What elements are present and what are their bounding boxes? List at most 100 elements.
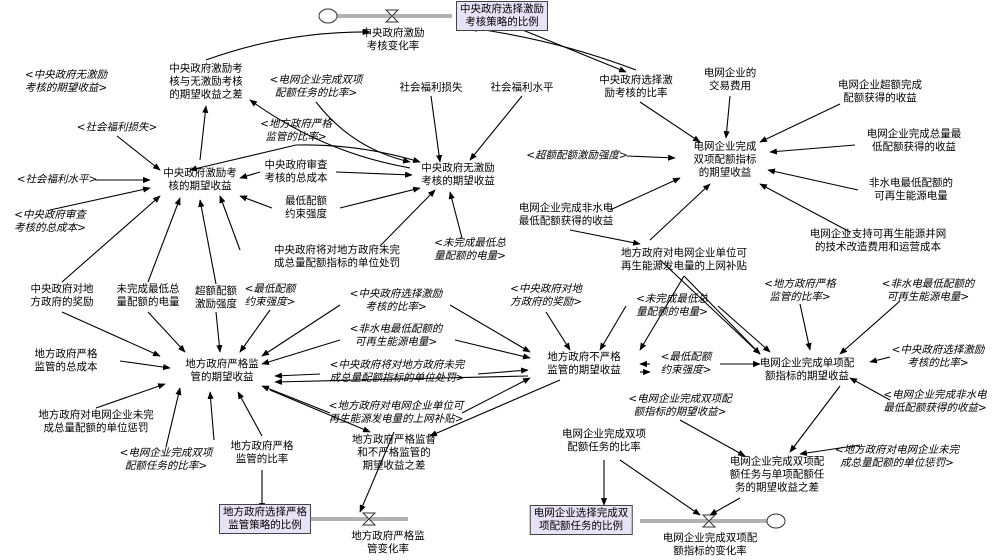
causal-link-arrow xyxy=(249,99,411,169)
causal-link-arrow xyxy=(359,431,395,513)
var-grid-complete-ratio: 电网企业完成双项 配额任务的比率 xyxy=(562,428,646,453)
shadow-grid-ratio-1: <电网企业完成双项 配额任务的比率> xyxy=(269,74,363,99)
causal-link-arrow xyxy=(269,389,371,433)
var-central-reward-local: 中央政府对地 方政府的奖励 xyxy=(30,283,94,308)
causal-link-arrow xyxy=(448,191,463,239)
cloud-icon xyxy=(766,513,786,529)
causal-link-arrow xyxy=(469,25,637,71)
causal-link-arrow xyxy=(335,171,413,178)
causal-link-arrow xyxy=(545,311,571,351)
causal-link-arrow xyxy=(507,23,627,73)
causal-link-arrow xyxy=(769,144,856,155)
causal-link-arrow xyxy=(717,305,771,353)
var-local-strict-cost: 地方政府严格 监管的总成本 xyxy=(34,348,98,373)
shadow-unfinished-2: <未完成最低总 量配额的电量> xyxy=(636,293,708,318)
shadow-central-ratio-2: <中央政府选择激励 考核的比率> xyxy=(891,344,985,369)
stock-central-ratio[interactable]: 中央政府选择激励 考核策略的比例 xyxy=(456,1,548,31)
causal-link-arrow xyxy=(274,375,529,385)
causal-link-arrow xyxy=(709,497,741,516)
shadow-central-reward: <中央政府对地 方政府的奖励> xyxy=(510,283,582,308)
causal-link-arrow xyxy=(61,195,161,283)
var-local-strict-ratio: 地方政府严格 监管的比率 xyxy=(230,440,294,465)
causal-link-arrow xyxy=(147,197,181,283)
var-nonhydro-min: 非水电最低配额的 可再生能源电量 xyxy=(869,177,953,202)
shadow-local-ratio-2: <地方政府严格 监管的比率> xyxy=(764,278,836,303)
causal-links xyxy=(49,23,901,516)
causal-link-arrow xyxy=(799,303,812,351)
causal-link-arrow xyxy=(261,304,341,357)
causal-link-arrow xyxy=(639,101,701,143)
causal-link-arrow xyxy=(189,144,297,172)
causal-link-arrow xyxy=(49,186,151,211)
shadow-nonhydro-2: <非水电最低配额的 可再生能源电量> xyxy=(881,278,975,303)
shadow-central-noincentive: <中央政府无激励 考核的期望收益> xyxy=(24,69,108,94)
var-local-nonstrict-expect: 地方政府不严格 监管的期望收益 xyxy=(547,351,621,376)
shadow-social-level: <社会福利水平> xyxy=(16,173,98,186)
causal-link-arrow xyxy=(449,304,531,353)
var-local-penalty-grid: 地方政府对电网企业未完 成总量配额的单位惩罚 xyxy=(38,409,154,434)
var-central-incentive-expect: 中央政府激励考 核的期望收益 xyxy=(163,167,237,192)
causal-link-arrow xyxy=(619,459,701,516)
causal-link-arrow xyxy=(205,28,371,61)
var-central-diff: 中央政府激励考 核与无激励考核 的期望收益之差 xyxy=(169,62,243,101)
causal-link-arrow xyxy=(199,105,209,161)
shadow-nonhydro: <非水电最低配额的 可再生能源电量> xyxy=(349,323,443,348)
var-grid-over-income: 电网企业超额完成 配额获得的收益 xyxy=(838,79,922,104)
causal-link-arrow xyxy=(295,144,421,163)
causal-link-arrow xyxy=(429,379,561,437)
causal-link-arrow xyxy=(261,385,331,414)
causal-link-arrow xyxy=(315,101,411,164)
var-unfinished-min: 未完成最低总 量配额的电量 xyxy=(116,283,180,308)
stock-grid-ratio[interactable]: 电网企业选择完成双 项配额任务的比例 xyxy=(529,505,633,535)
shadow-unfinished-1: <未完成最低总 量配额的电量> xyxy=(434,237,506,262)
causal-link-arrow xyxy=(119,360,171,371)
var-grid-complete-expect: 电网企业完成 双项配额指标 的期望收益 xyxy=(693,140,757,179)
shadow-min-strength: <最低配额 约束强度> xyxy=(244,283,296,308)
rate-grid: 电网企业完成双项配 额指标的变化率 xyxy=(662,532,758,557)
var-central-incentive-ratio: 中央政府选择激 励考核的比率 xyxy=(599,74,673,99)
valves xyxy=(361,9,717,528)
var-social-loss: 社会福利损失 xyxy=(399,81,463,94)
shadow-central-audit: <中央政府审查 考核的总成本> xyxy=(14,209,86,234)
stock-local-ratio[interactable]: 地方政府选择严格 监管策略的比例 xyxy=(219,504,311,534)
causal-link-arrow xyxy=(379,189,436,247)
var-min-quota-strength: 最低配额 约束强度 xyxy=(285,195,327,220)
causal-link-arrow xyxy=(339,186,421,209)
shadow-local-penalty: <地方政府对电网企业未完 成总量配额的单位惩罚> xyxy=(834,444,960,469)
causal-link-arrow xyxy=(759,183,851,233)
causal-link-arrow xyxy=(454,339,531,360)
causal-link-arrow xyxy=(237,391,263,437)
flow-pipes xyxy=(300,14,768,523)
shadow-grid-double-expect: <电网企业完成双项配 额指标的期望收益> xyxy=(628,393,732,418)
rate-local: 地方政府严格监 管变化率 xyxy=(351,530,425,555)
shadow-central-ratio-1: <中央政府选择激励 考核的比率> xyxy=(349,288,443,313)
causal-link-arrow xyxy=(477,367,529,375)
causal-link-arrow xyxy=(95,383,166,409)
var-grid-diff: 电网企业完成双项配 额任务与单项配额任 务的期望收益之差 xyxy=(729,455,825,494)
causal-link-arrow xyxy=(626,154,676,161)
var-central-noincentive-expect: 中央政府无激励 考核的期望收益 xyxy=(421,162,495,187)
shadow-over-quota: <超额配额激励强度> xyxy=(526,149,628,162)
var-grid-nonhydro-income: 电网企业完成非水电 最低配额获得的收益 xyxy=(518,202,614,227)
causal-link-arrow xyxy=(767,168,859,191)
causal-link-arrow xyxy=(261,339,341,365)
causal-link-arrow xyxy=(723,95,731,139)
shadow-social-loss: <社会福利损失> xyxy=(76,121,158,134)
causal-link-arrow xyxy=(198,199,217,285)
var-local-subsidy: 地方政府对电网企业单位可 再生能源发电量的上网补贴 xyxy=(621,247,747,272)
causal-link-arrow xyxy=(639,275,685,351)
causal-link-arrow xyxy=(469,95,523,161)
causal-link-arrow xyxy=(430,95,443,163)
causal-link-arrow xyxy=(759,103,841,143)
causal-link-arrow xyxy=(239,309,271,353)
shadow-local-ratio-1: <地方政府严格 监管的比率> xyxy=(260,118,332,143)
causal-link-arrow xyxy=(649,183,711,241)
causal-link-arrow xyxy=(799,444,861,457)
causal-link-arrow xyxy=(569,229,641,246)
causal-link-arrow xyxy=(239,171,261,179)
causal-link-arrow xyxy=(239,195,273,209)
var-grid-tech-cost: 电网企业支持可再生能源并网 的技术改造费用和运营成本 xyxy=(809,228,947,253)
causal-link-arrow xyxy=(599,305,627,351)
